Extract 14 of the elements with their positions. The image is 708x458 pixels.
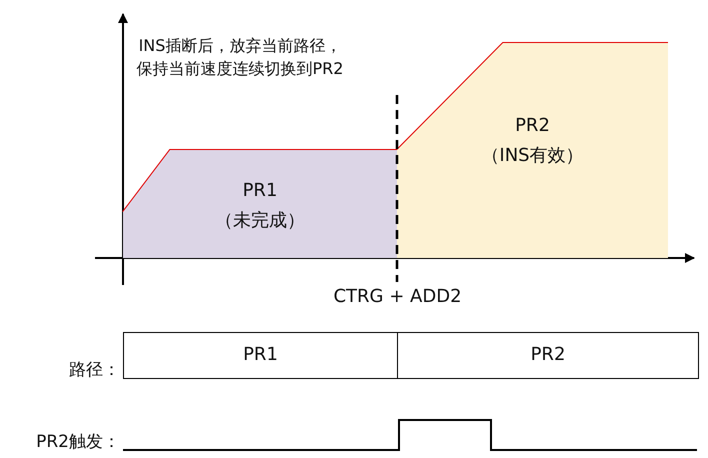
shaded-area [123, 150, 397, 258]
region-label: PR2 [530, 344, 566, 365]
region-label: PR2 [514, 115, 551, 136]
annotation-note: INS插断后，放弃当前路径，保持当前速度连续切换到PR2 [136, 35, 344, 80]
region-label: PR1 [242, 344, 279, 365]
region-label: PR1 [242, 180, 278, 201]
event-label: CTRG + ADD2 [332, 285, 463, 309]
row-label: PR2触发： [35, 431, 120, 454]
path-segment [123, 332, 398, 379]
region-note: （INS有效） [480, 144, 585, 167]
row-label: 路径： [68, 359, 120, 382]
shaded-area [397, 43, 668, 258]
path-segment [397, 332, 699, 379]
region-note: （未完成） [214, 209, 306, 232]
